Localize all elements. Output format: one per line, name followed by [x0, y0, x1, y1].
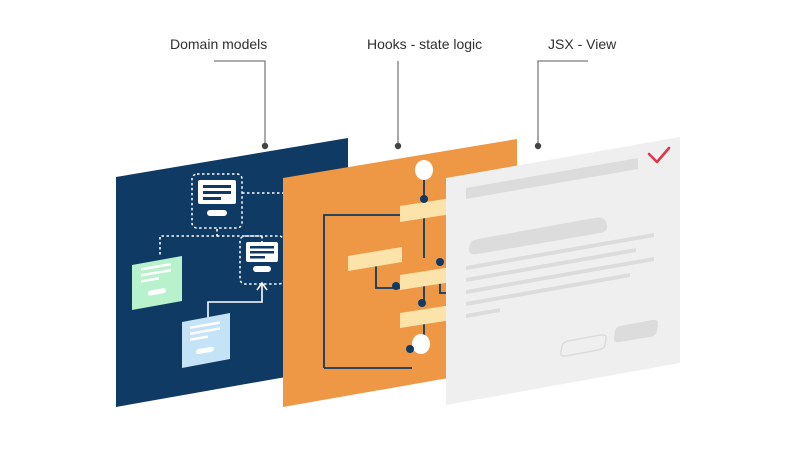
hooks-end-node	[412, 334, 430, 354]
view-cancel-button	[560, 334, 607, 357]
leader-jsx-dot	[534, 142, 542, 150]
hooks-start-node	[415, 160, 433, 180]
domain-solid-connectors	[207, 281, 268, 322]
label-domain-models: Domain models	[170, 36, 268, 52]
view-heading-placeholder	[469, 217, 608, 255]
view-title-bar	[466, 158, 638, 199]
view-submit-button	[613, 319, 659, 343]
leader-domain-dot	[261, 142, 269, 150]
hooks-step-3	[400, 266, 458, 290]
hooks-step-4	[400, 304, 458, 328]
leader-jsx	[537, 60, 588, 145]
hooks-step-1	[400, 197, 458, 222]
label-jsx-view: JSX - View	[548, 36, 617, 52]
leader-domain	[214, 60, 266, 145]
hooks-step-2	[348, 247, 402, 271]
layer-jsx-view	[446, 137, 680, 405]
domain-card-blue	[182, 313, 230, 368]
leader-hooks-dot	[394, 142, 402, 150]
label-hooks-state-logic: Hooks - state logic	[367, 36, 483, 52]
domain-entity-top	[191, 173, 243, 229]
hooks-junctions	[392, 195, 444, 353]
check-icon	[647, 146, 671, 164]
view-text-lines	[466, 233, 654, 318]
leader-lines	[214, 60, 588, 145]
domain-card-green	[132, 256, 182, 310]
